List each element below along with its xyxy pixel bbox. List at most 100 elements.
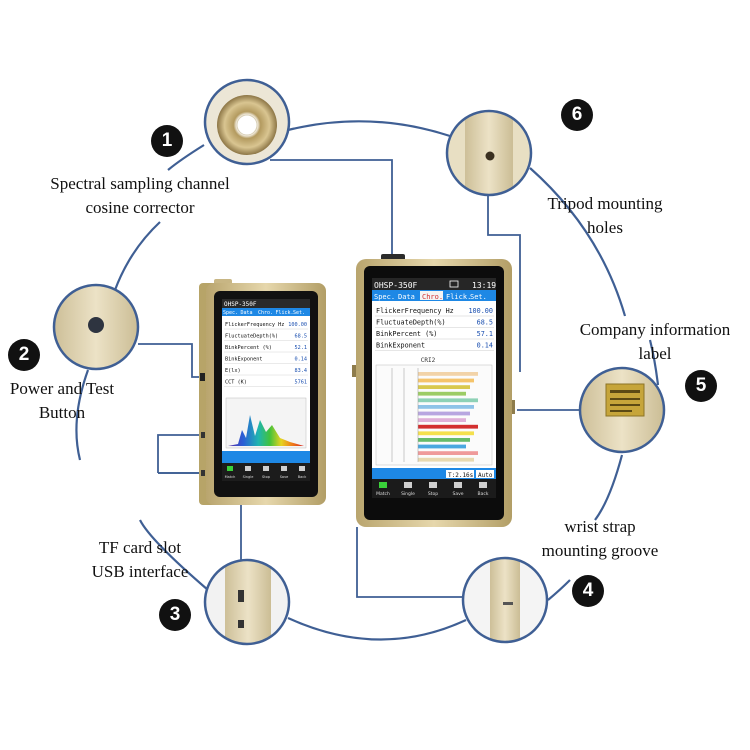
- small-button-icon[interactable]: [245, 466, 251, 471]
- callout-number-1: 1: [151, 125, 183, 157]
- small-row-value: 83.4: [295, 368, 308, 374]
- small-tab[interactable]: Spec.: [223, 310, 238, 316]
- large-row-value: 0.14: [477, 342, 493, 350]
- small-row-value: 52.1: [295, 345, 308, 351]
- small-button-icon[interactable]: [227, 466, 233, 471]
- callout-number-2: 2: [8, 339, 40, 371]
- small-button-icon[interactable]: [299, 466, 305, 471]
- small-tab[interactable]: Set.: [293, 310, 305, 316]
- large-chart-bar: [418, 378, 474, 383]
- callout-label-2: Power and Test Button: [0, 377, 124, 425]
- large-chart-bar: [418, 438, 470, 442]
- photo-6-tripod-hole: [445, 109, 533, 197]
- large-row-value: 57.1: [477, 330, 493, 338]
- small-row-label: BinkPercent (%): [225, 345, 272, 351]
- large-chart-bar: [418, 431, 474, 436]
- small-row-label: FlickerFrequency Hz: [225, 322, 284, 328]
- large-bar-chart: [391, 368, 478, 462]
- large-status-value: T:2.16s: [448, 472, 474, 479]
- large-chart-bar: [418, 398, 478, 403]
- small-tab-bar: Spec.Data Chro.Flick.Set.: [223, 310, 305, 316]
- large-time-label: 13:19: [472, 281, 496, 290]
- small-row-value: 68.5: [295, 334, 308, 340]
- small-button-icon[interactable]: [281, 466, 287, 471]
- callout-4-line-1: wrist strap: [564, 517, 636, 536]
- large-tab[interactable]: Data: [398, 293, 415, 301]
- large-chart-bar: [418, 418, 466, 422]
- large-tab[interactable]: Spec.: [374, 293, 395, 301]
- callout-3-line-2: USB interface: [91, 562, 189, 581]
- large-button-label[interactable]: Back: [478, 491, 489, 497]
- small-button-label[interactable]: Stop: [262, 475, 271, 479]
- small-tab[interactable]: Flick.: [276, 310, 294, 316]
- small-row-value: 100.00: [288, 322, 307, 328]
- photo-1-cosine-corrector: [203, 78, 291, 166]
- ring-connector: [75, 120, 660, 641]
- large-row-label: FluctuateDepth(%): [376, 319, 446, 327]
- large-button-icon[interactable]: [404, 482, 412, 488]
- small-button-bar: Match Single Stop Save Back: [225, 466, 307, 479]
- large-button-label[interactable]: Match: [376, 491, 390, 497]
- large-tab[interactable]: Set.: [470, 293, 487, 301]
- small-row-label: CCT (K): [225, 380, 247, 386]
- small-power-button: [200, 373, 205, 381]
- large-button-icon[interactable]: [454, 482, 462, 488]
- callout-2-line-1: Power and Test: [9, 379, 115, 398]
- large-chart-bar: [418, 372, 478, 376]
- photo-4-wrist-strap: [461, 556, 549, 644]
- large-chart-bar: [418, 424, 478, 429]
- battery-icon: [449, 280, 459, 288]
- callout-1-line-1: Spectral sampling channel: [50, 174, 230, 193]
- callout-label-1: Spectral sampling channel cosine correct…: [20, 172, 260, 220]
- large-button-bar: Match Single Stop Save Back: [376, 482, 489, 497]
- callout-label-6: Tripod mounting holes: [525, 192, 685, 240]
- callout-label-3: TF card slot USB interface: [70, 536, 210, 584]
- photo-2-power-button: [52, 283, 140, 371]
- large-button-icon[interactable]: [429, 482, 437, 488]
- large-row-value: 100.00: [468, 307, 493, 315]
- large-row-value: 68.5: [477, 319, 493, 327]
- large-chart-bar: [418, 405, 474, 409]
- callout-number-5: 5: [685, 370, 717, 402]
- small-button-icon[interactable]: [263, 466, 269, 471]
- callout-3-line-1: TF card slot: [98, 538, 182, 557]
- small-button-label[interactable]: Single: [243, 475, 254, 479]
- large-tab[interactable]: Chro.: [422, 293, 443, 301]
- small-button-label[interactable]: Match: [225, 475, 236, 479]
- large-chart-bar: [418, 457, 474, 462]
- callout-number-4: 4: [572, 575, 604, 607]
- large-button-icon[interactable]: [379, 482, 387, 488]
- large-chart-bar: [418, 444, 466, 449]
- large-chart-bar: [418, 451, 478, 455]
- large-button-label[interactable]: Stop: [428, 491, 438, 497]
- small-tab[interactable]: Chro.: [258, 310, 273, 316]
- callout-5-line-1: Company information: [579, 320, 731, 339]
- large-button-label[interactable]: Save: [452, 491, 463, 497]
- callout-2-line-2: Button: [38, 403, 86, 422]
- small-row-label: BinkExponent: [225, 357, 262, 363]
- small-tab[interactable]: Data: [241, 310, 253, 316]
- callout-4-line-2: mounting groove: [541, 541, 659, 560]
- large-chart-bar: [418, 391, 466, 396]
- large-row-label: FlickerFrequency Hz: [376, 307, 454, 315]
- callout-1-line-2: cosine corrector: [85, 198, 195, 217]
- small-row-value: 0.14: [295, 357, 308, 363]
- active-tab-highlight: [420, 291, 443, 300]
- large-chart-bar: [418, 385, 470, 389]
- callout-6-line-2: holes: [587, 218, 623, 237]
- small-button-label[interactable]: Back: [298, 475, 307, 479]
- small-row-value: 5761: [295, 380, 308, 386]
- large-tab[interactable]: Flick.: [446, 293, 471, 301]
- callout-label-5: Company information label: [560, 318, 750, 366]
- large-button-label[interactable]: Single: [401, 491, 415, 497]
- large-button-icon[interactable]: [479, 482, 487, 488]
- small-button-label[interactable]: Save: [280, 475, 289, 479]
- callout-number-3: 3: [159, 599, 191, 631]
- callout-label-4: wrist strap mounting groove: [518, 515, 682, 563]
- large-row-label: BinkPercent (%): [376, 330, 437, 338]
- large-status-mode: Auto: [478, 472, 493, 479]
